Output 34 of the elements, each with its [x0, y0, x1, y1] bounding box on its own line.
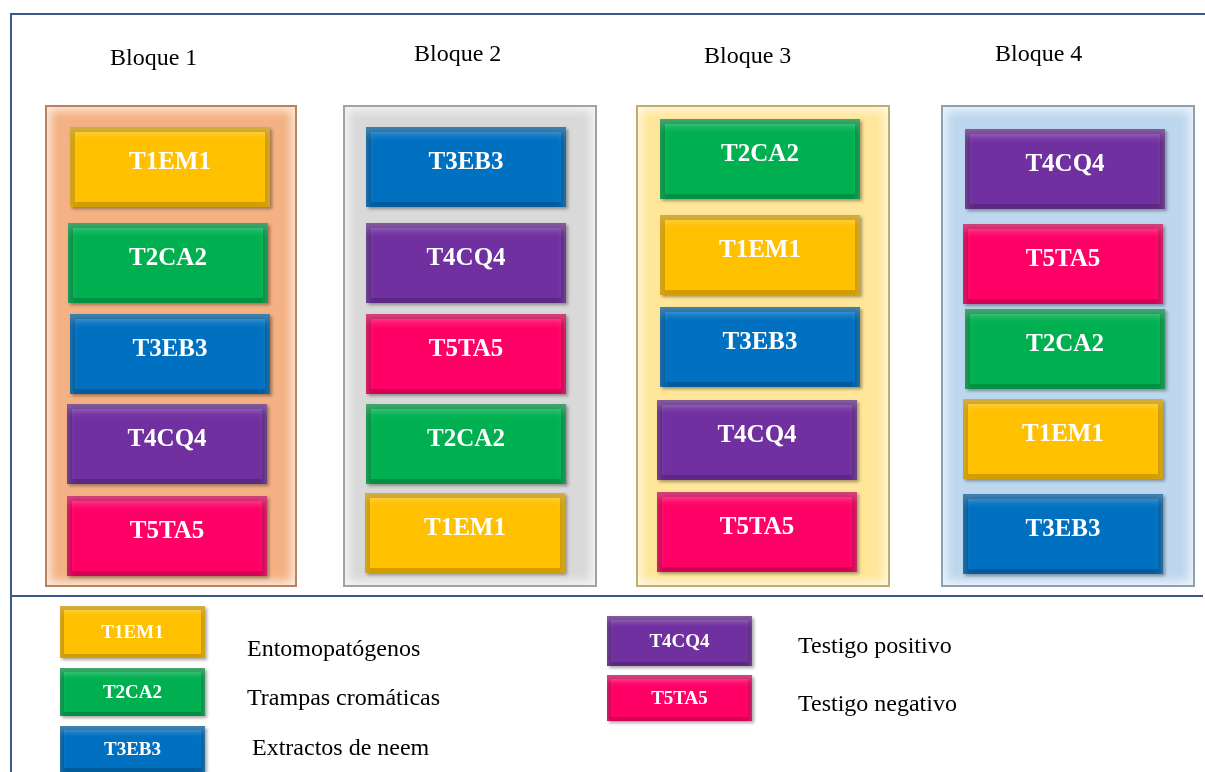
treatment-key: T5TA5	[607, 675, 752, 721]
treatment-box: T3EB3	[70, 314, 270, 394]
treatment-box: T1EM1	[963, 399, 1163, 479]
treatment-box: T2CA2	[68, 223, 268, 303]
treatment-box: T2CA2	[965, 309, 1165, 389]
block-heading: Bloque 3	[704, 42, 792, 69]
treatment-box: T4CQ4	[657, 400, 857, 480]
treatment-box: T3EB3	[366, 127, 566, 207]
treatment-box: T5TA5	[366, 314, 566, 394]
treatment-box: T1EM1	[365, 493, 565, 573]
block-heading: Bloque 2	[414, 40, 502, 67]
treatment-box: T5TA5	[963, 224, 1163, 304]
treatment-box: T4CQ4	[965, 129, 1165, 209]
treatment-box: T1EM1	[660, 215, 860, 295]
treatment-box: T3EB3	[660, 307, 860, 387]
treatment-box: T2CA2	[660, 119, 860, 199]
treatment-key: T2CA2	[60, 668, 205, 716]
treatment-box: T4CQ4	[366, 223, 566, 303]
treatment-key: T4CQ4	[607, 616, 752, 666]
node-caption: Trampas cromáticas	[247, 684, 441, 711]
node-caption: Entomopatógenos	[247, 635, 421, 662]
node-caption: Testigo positivo	[798, 632, 952, 659]
block-heading: Bloque 4	[995, 40, 1083, 67]
treatment-box: T4CQ4	[67, 404, 267, 484]
treatment-box: T2CA2	[366, 404, 566, 484]
treatment-key: T3EB3	[60, 726, 205, 772]
treatment-key: T1EM1	[60, 606, 205, 658]
node-caption: Testigo negativo	[798, 690, 957, 717]
treatment-box: T3EB3	[963, 494, 1163, 574]
treatment-box: T5TA5	[657, 492, 857, 572]
block-heading: Bloque 1	[110, 44, 198, 71]
treatment-box: T5TA5	[67, 496, 267, 576]
node-caption: Extractos de neem	[252, 734, 430, 761]
treatment-box: T1EM1	[70, 127, 270, 207]
